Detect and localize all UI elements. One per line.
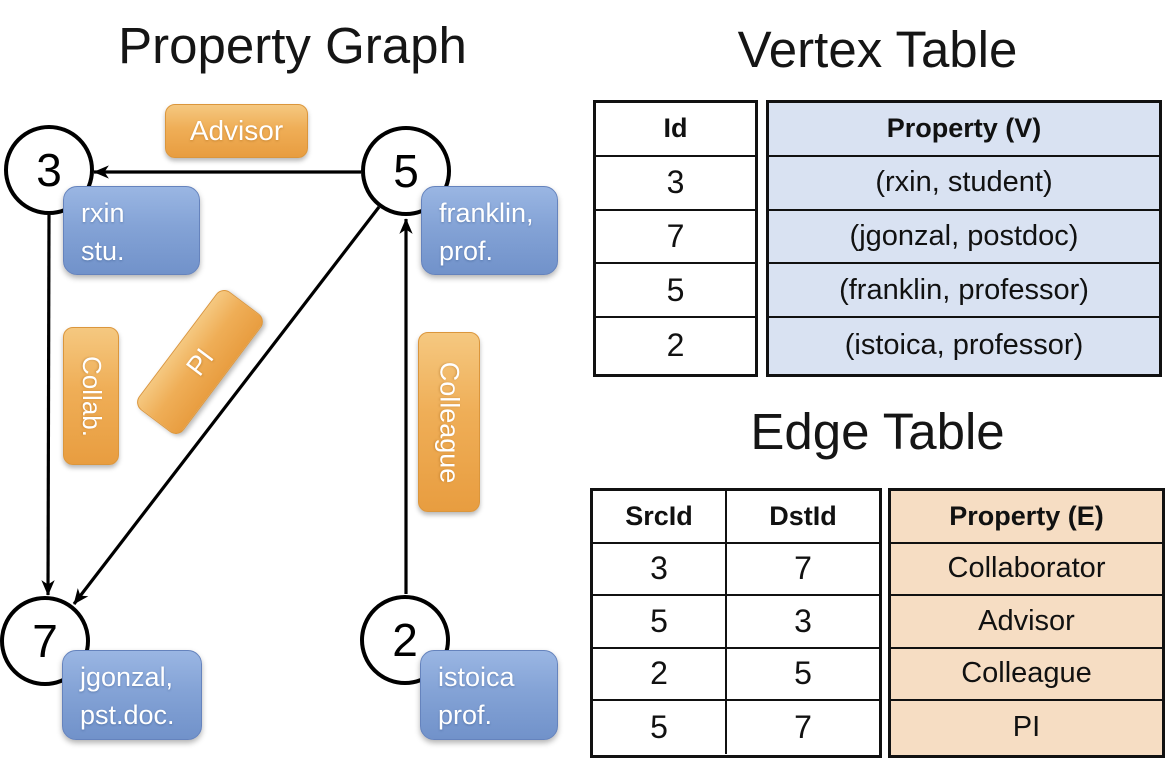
edge-label-text: PI bbox=[179, 342, 220, 381]
table-row: 3 7 bbox=[593, 543, 879, 596]
vertex-property-line: pst.doc. bbox=[80, 700, 175, 730]
srcid-cell: 3 bbox=[593, 543, 727, 594]
vertex-table-title: Vertex Table bbox=[737, 21, 1018, 78]
dstid-cell: 5 bbox=[794, 655, 812, 692]
table-row: (rxin, student) bbox=[769, 157, 1159, 211]
table-row: 5 7 bbox=[593, 701, 879, 754]
edge-label-colleague: Colleague bbox=[418, 332, 480, 512]
edge-table-title: Edge Table bbox=[750, 403, 1005, 460]
table-row: Advisor bbox=[891, 596, 1162, 649]
table-row: 3 bbox=[596, 157, 755, 211]
vertex-property-box-7: jgonzal, pst.doc. bbox=[62, 650, 202, 740]
edge-label-text: Advisor bbox=[189, 115, 284, 146]
table-row: (franklin, professor) bbox=[769, 264, 1159, 319]
edge-label-text: Collab. bbox=[76, 355, 107, 437]
edge-label-text: Colleague bbox=[434, 361, 465, 483]
table-row: 5 bbox=[596, 264, 755, 319]
vertex-property-box-3: rxin stu. bbox=[63, 186, 200, 275]
dstid-cell: 7 bbox=[794, 708, 812, 745]
table-row: 2 bbox=[666, 326, 685, 363]
vertex-table-header-property: Property (V) bbox=[769, 103, 1159, 157]
vertex-property-line: rxin bbox=[81, 198, 125, 228]
vertex-property-line: jgonzal, bbox=[80, 662, 174, 692]
node-id-label: 2 bbox=[392, 614, 418, 666]
srcid-cell: 2 bbox=[593, 648, 727, 699]
table-row: 5 3 bbox=[593, 596, 879, 649]
edge-table-src-dst-columns: SrcId DstId 3 7 5 3 2 5 5 7 bbox=[590, 488, 882, 758]
dstid-cell: 7 bbox=[794, 550, 812, 587]
property-graph-title: Property Graph bbox=[118, 17, 467, 74]
vertex-property-line: istoica bbox=[438, 662, 515, 692]
vertex-table-header-id: Id bbox=[596, 103, 755, 157]
node-id-label: 5 bbox=[393, 145, 419, 197]
table-row: Colleague bbox=[891, 649, 1162, 701]
table-row: Collaborator bbox=[891, 544, 1162, 596]
node-id-label: 7 bbox=[32, 615, 58, 667]
edge-label-collab: Collab. bbox=[63, 327, 119, 465]
vertex-property-line: prof. bbox=[439, 236, 494, 266]
dstid-cell: 3 bbox=[794, 602, 812, 639]
edge-table-property-column: Property (E) Collaborator Advisor Collea… bbox=[888, 488, 1165, 758]
vertex-property-line: franklin, bbox=[439, 198, 534, 228]
node-id-label: 3 bbox=[36, 144, 62, 196]
edge-collab-3-to-7 bbox=[41, 214, 55, 596]
srcid-cell: 5 bbox=[593, 701, 727, 754]
edge-label-pi: PI bbox=[133, 286, 267, 438]
table-row: 2 5 bbox=[593, 648, 879, 701]
srcid-cell: 5 bbox=[593, 596, 727, 647]
edge-table-header-property: Property (E) bbox=[891, 491, 1162, 544]
vertex-table-id-column: Id 3 7 5 2 bbox=[593, 100, 758, 377]
graph-node-3: 3 bbox=[4, 125, 94, 215]
vertex-property-box-2: istoica prof. bbox=[420, 650, 558, 740]
vertex-table-property-column: Property (V) (rxin, student) (jgonzal, p… bbox=[766, 100, 1162, 377]
vertex-property-line: prof. bbox=[438, 700, 493, 730]
table-row: PI bbox=[1012, 710, 1041, 743]
edge-table-header-srcid: SrcId bbox=[593, 491, 727, 542]
edge-table-header-dstid: DstId bbox=[769, 500, 837, 531]
table-row: (jgonzal, postdoc) bbox=[769, 211, 1159, 265]
vertex-property-box-5: franklin, prof. bbox=[421, 186, 558, 275]
vertex-property-line: stu. bbox=[81, 236, 125, 266]
table-row: (istoica, professor) bbox=[844, 328, 1084, 361]
edge-label-advisor: Advisor bbox=[165, 104, 308, 158]
table-row: 7 bbox=[596, 211, 755, 265]
edge-table-header-row: SrcId DstId bbox=[593, 491, 879, 544]
